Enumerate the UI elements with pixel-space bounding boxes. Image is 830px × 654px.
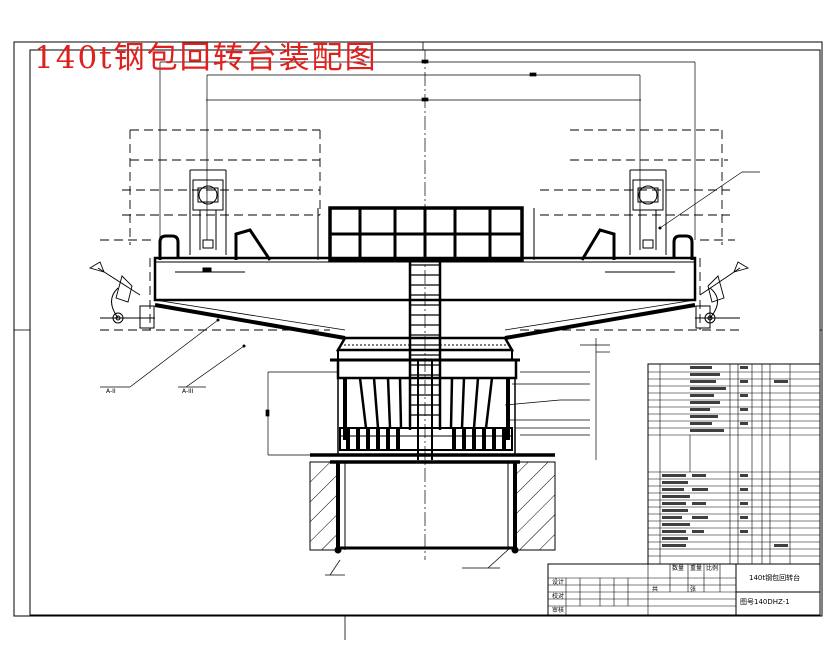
bolts [346, 428, 506, 450]
section-dimensions [265, 338, 610, 460]
side-cylinders [88, 261, 750, 303]
label-sheet: 张 [690, 586, 697, 593]
main-beam [153, 256, 697, 302]
central-shaft [417, 360, 433, 460]
callout-a2: A-II [106, 388, 116, 395]
saddle-blocks [158, 228, 694, 261]
drawing-title: 140t钢包回转台装配图 [34, 40, 378, 76]
label-total: 共 [652, 586, 659, 593]
drawing-frame [13, 41, 823, 640]
upper-frame [317, 206, 535, 262]
left-hook-assembly [189, 169, 227, 255]
label-weight: 重量 [690, 565, 703, 572]
base-flange [310, 453, 555, 464]
column-ribs [358, 377, 494, 429]
leader-lines [100, 171, 760, 576]
label-quantity: 数量 [672, 565, 685, 572]
label-designer: 设计 [552, 579, 565, 586]
column-body [336, 358, 518, 455]
foundation [309, 461, 556, 554]
title-block-name: 140t钢包回转台 [749, 574, 801, 582]
label-ratio: 比例 [706, 565, 719, 572]
title-block [547, 363, 821, 616]
right-hook-assembly [629, 169, 667, 255]
access-ladder [408, 258, 442, 430]
end-pins [100, 287, 740, 329]
bolt-row [339, 427, 513, 451]
title-block-drawing-number: 图号140DHZ-1 [740, 598, 790, 606]
callout-a3: A-III [182, 388, 194, 395]
parts-list-text-marks [662, 366, 788, 547]
tapered-arms [154, 303, 696, 340]
label-checker: 校对 [552, 593, 565, 600]
label-approver: 审核 [552, 607, 565, 614]
leader-dots [216, 226, 662, 348]
